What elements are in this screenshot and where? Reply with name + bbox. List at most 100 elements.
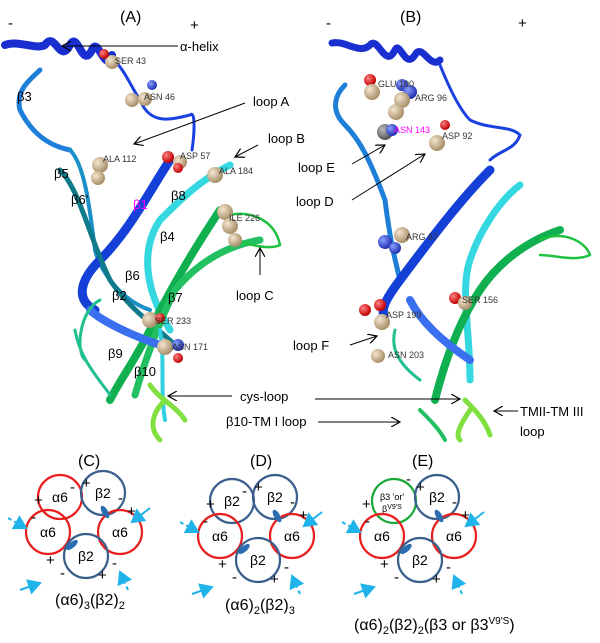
solid-arrow-icon [19,579,42,595]
residue-asn171: ASN 171 [172,342,208,352]
minus-sign: - [31,509,36,526]
protein-ribbon-b [328,39,592,443]
subunit-label: α6 [40,524,56,540]
minus-sign: - [118,490,123,507]
subunit-circle [234,536,282,584]
panel-b-title: (B) [400,9,421,26]
plus-sign: + [82,475,91,492]
binding-site-marker [100,505,110,519]
subunit-label: α6 [446,528,462,544]
residue-ser156: SER 156 [462,295,498,305]
binding-site-marker [272,509,282,523]
strand-b6p: β6' [71,192,88,207]
residue-asn203: ASN 203 [388,350,424,360]
subunit-circle [396,536,444,584]
formula-c: (α6)3(β2)2 [55,592,125,612]
label-loop-a: loop A [253,94,289,109]
plus-sign: + [299,507,308,524]
plus-sign: + [218,556,227,573]
minus-sign: - [446,559,451,576]
subunit-label: β2 [412,552,428,568]
subunit-label: β2 [78,548,94,564]
arrow-loop-f [349,336,377,346]
plus-sign: + [34,492,43,509]
label-cys-loop: cys-loop [240,389,288,404]
strand-b10: β10 [134,364,156,379]
dashed-arrow-icon [289,574,305,595]
strand-b1: β1 [133,197,148,212]
residue-arg87: ARG 87 [406,232,438,242]
residue-ala184: ALA 184 [219,166,253,176]
binding-site-marker [66,539,78,551]
strand-b3: β3 [17,89,32,104]
subunit-circle [413,473,461,521]
minus-sign: - [232,569,237,586]
residue-asp92: ASP 92 [442,131,472,141]
minus-sign: - [452,494,457,511]
residue-asp57: ASP 57 [180,151,210,161]
formula-e: (α6)2(β2)2(β3 or β3V9'S) [354,616,515,637]
label-tm2-tm3: TMII-TM III [520,404,584,419]
strand-b7: β7 [168,290,183,305]
plus-sign: + [416,479,425,496]
residue-arg96: ARG 96 [415,93,447,103]
subunit-circle [24,508,72,556]
subunit-label: α6 [112,524,128,540]
label-loop-f: loop F [293,338,329,353]
subunit-circle [268,512,316,560]
residue-ser233: SER 233 [155,316,191,326]
subunit-label: β2 [95,485,111,501]
label-loop-d: loop D [296,194,334,209]
label-loop-b: loop B [268,131,305,146]
panel-a-title: (A) [120,9,141,26]
strand-b4: β4 [160,229,175,244]
label-loop-c: loop C [236,288,274,303]
strand-b5: β5 [54,166,69,181]
residue-ser43: SER 43 [115,56,146,66]
label-alpha-helix: α-helix [180,39,219,54]
subunit-circle [62,532,110,580]
solid-arrow-icon [464,511,485,528]
residue-spheres-b [359,74,472,363]
dashed-arrow-icon [341,519,362,534]
label-loop-e: loop E [298,160,335,175]
subunit-label: β2 [250,552,266,568]
plus-sign: + [98,567,107,584]
plus-sign: + [362,496,371,513]
residue-asn46: ASN 46 [144,92,175,102]
protein-ribbon-a [1,37,282,443]
subunit-circle [430,512,478,560]
minus-sign: - [290,494,295,511]
arrow-loop-a [134,102,246,144]
panel-c-title: (C) [78,453,100,470]
plus-sign: + [206,496,215,513]
label-b10-tm1-loop: β10-TM I loop [226,414,306,429]
dashed-arrow-icon [117,570,133,591]
solid-arrow-icon [130,507,151,524]
panel-b: (B) - + GLU 100 ARG 96 ASN [226,9,592,443]
subunit-label: β2 [267,489,283,505]
minus-sign: - [284,559,289,576]
panel-a: (A) - + SER 43 [1,9,305,443]
strand-b9: β9 [108,346,123,361]
solid-arrow-icon [353,583,376,599]
strand-b6: β6 [125,268,140,283]
residue-asp199: ASP 199 [386,310,421,320]
subunit-label: α6 [284,528,300,544]
strand-b2: β2 [112,288,127,303]
binding-site-marker [238,543,250,555]
minus-sign: - [70,479,75,496]
minus-sign: - [406,471,411,488]
residue-spheres-a [91,49,242,363]
subunit-label: α6 [212,528,228,544]
binding-site-marker [400,543,412,555]
plus-sign: + [270,571,279,588]
minus-sign: - [203,513,208,530]
subunit-circle [358,512,406,560]
minus-sign: - [112,555,117,572]
